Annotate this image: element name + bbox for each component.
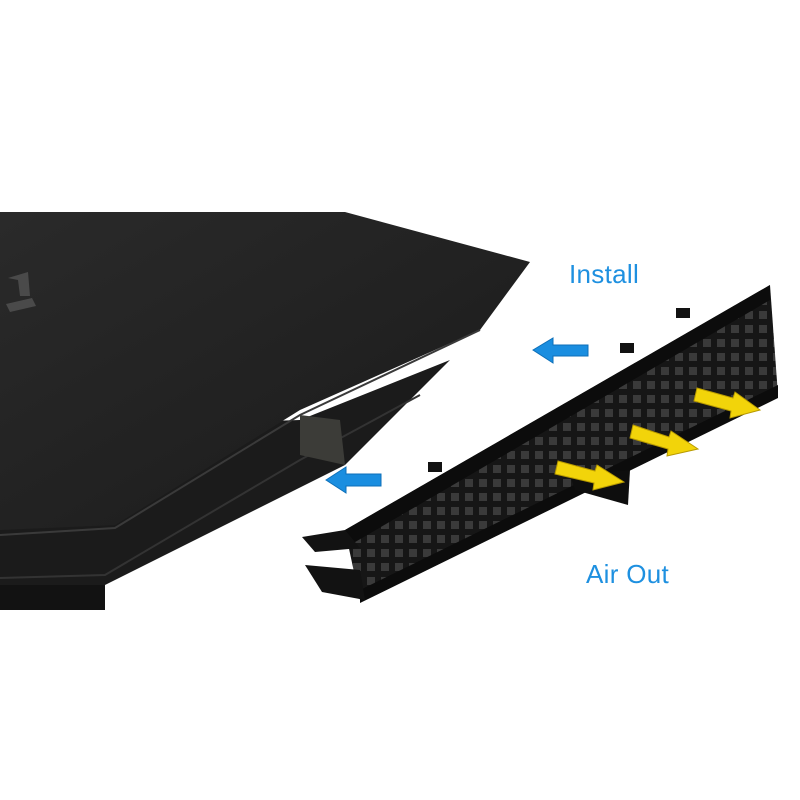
console-front-panel bbox=[300, 415, 345, 465]
console-edge-highlight-2 bbox=[0, 394, 421, 579]
fan-top-clip bbox=[302, 530, 360, 552]
console-edge-highlight-1 bbox=[0, 329, 481, 536]
fan-bottom-clip bbox=[305, 565, 365, 600]
fan-tab-1 bbox=[428, 462, 442, 472]
airflow-arrow-1 bbox=[693, 387, 762, 419]
airflow-arrow-2 bbox=[629, 424, 700, 457]
playstation-logo-icon bbox=[6, 272, 36, 312]
air-out-label: Air Out bbox=[586, 559, 670, 589]
console-top-surface bbox=[0, 212, 530, 530]
install-arrow-lower bbox=[325, 466, 382, 494]
fan-top-rim bbox=[345, 285, 770, 545]
fan-tab-2 bbox=[620, 343, 634, 353]
install-label: Install bbox=[569, 259, 640, 289]
fan-tab-3 bbox=[676, 308, 690, 318]
install-arrow-upper bbox=[532, 337, 589, 364]
game-console bbox=[0, 212, 530, 610]
airflow-arrow-3 bbox=[554, 460, 626, 491]
arrow-left-icon bbox=[325, 337, 589, 494]
arrow-right-icon bbox=[554, 387, 762, 491]
fan-front-face bbox=[345, 285, 778, 600]
